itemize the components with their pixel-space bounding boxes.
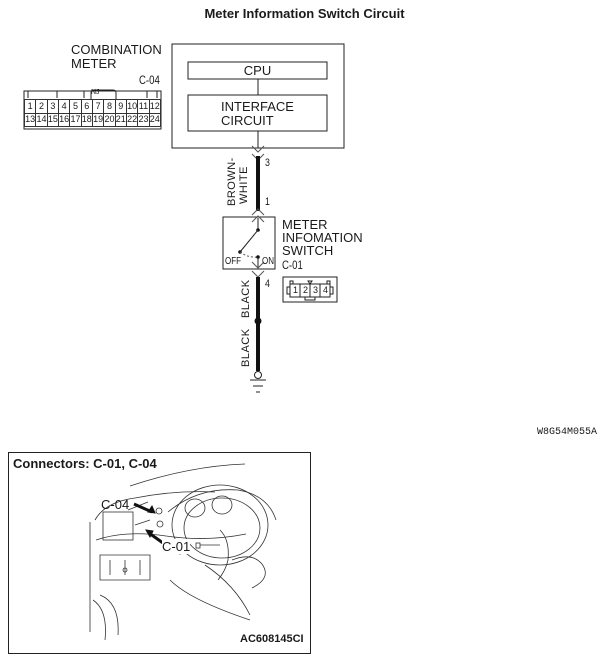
pin: 17 bbox=[69, 112, 82, 127]
location-heading: Connectors: C-01, C-04 bbox=[13, 456, 157, 471]
pin: 5 bbox=[69, 99, 82, 114]
pin: 23 bbox=[137, 112, 150, 127]
pin: 7 bbox=[91, 99, 105, 114]
pin: 13 bbox=[23, 112, 37, 127]
wire-color-line2: WHITE bbox=[238, 166, 250, 204]
connector-c04-tag: NJ bbox=[91, 89, 100, 96]
connector-c01-outline bbox=[282, 276, 338, 303]
switch-label-line2: INFOMATION bbox=[282, 230, 363, 245]
pin: 6 bbox=[80, 99, 93, 114]
c01-pin-4: 4 bbox=[323, 285, 329, 295]
cpu-label: CPU bbox=[243, 63, 272, 78]
pin: 24 bbox=[148, 112, 162, 127]
combination-meter-label-line1: COMBINATION bbox=[71, 42, 162, 57]
wire-color-black-upper: BLACK bbox=[240, 279, 252, 318]
ground-icon bbox=[250, 371, 266, 393]
combination-meter-label-line2: METER bbox=[71, 56, 117, 71]
pin-1-label: 1 bbox=[265, 196, 270, 208]
pin: 12 bbox=[148, 99, 162, 114]
pin-4-label: 4 bbox=[265, 278, 270, 290]
interface-label-line1: INTERFACE bbox=[221, 99, 294, 114]
diagram-title: Meter Information Switch Circuit bbox=[204, 6, 405, 21]
wire-color-line1: BROWN- bbox=[226, 157, 238, 206]
pin: 21 bbox=[114, 112, 127, 127]
location-box bbox=[8, 452, 311, 654]
pin: 15 bbox=[46, 112, 59, 127]
c01-pin-3: 3 bbox=[313, 285, 319, 295]
pin: 22 bbox=[125, 112, 139, 127]
pin: 3 bbox=[46, 99, 59, 114]
callout-c01: C-01 bbox=[162, 539, 191, 554]
c01-pin-2: 2 bbox=[303, 285, 309, 295]
pin: 18 bbox=[80, 112, 93, 127]
pin: 19 bbox=[91, 112, 105, 127]
diagram-code: W8G54M055A bbox=[537, 427, 598, 438]
callout-c04: C-04 bbox=[101, 497, 130, 512]
dashboard-illustration bbox=[89, 463, 277, 641]
pin: 11 bbox=[137, 99, 150, 114]
pin: 20 bbox=[103, 112, 116, 127]
interface-label-line2: CIRCUIT bbox=[221, 113, 274, 128]
switch-label-line3: SWITCH bbox=[282, 243, 334, 258]
connector-c04-pins: 1 2 3 4 5 6 7 8 9 10 11 12 13 14 15 16 1… bbox=[23, 99, 162, 127]
splice-point bbox=[254, 317, 262, 325]
pin: 9 bbox=[114, 99, 127, 114]
pin: 4 bbox=[57, 99, 71, 114]
switch-label-line1: METER bbox=[282, 217, 328, 232]
switch-on-label: ON bbox=[262, 256, 274, 267]
switch-off-label: OFF bbox=[225, 256, 241, 267]
wire-color-black-lower: BLACK bbox=[240, 328, 252, 367]
pin: 1 bbox=[23, 99, 37, 114]
c01-pin-1: 1 bbox=[293, 285, 299, 295]
pin-3-label: 3 bbox=[265, 157, 270, 169]
pin: 10 bbox=[125, 99, 139, 114]
switch-connector-id: C-01 bbox=[282, 258, 303, 272]
switch-box bbox=[222, 216, 276, 270]
pin: 14 bbox=[35, 112, 48, 127]
image-code: AC608145CI bbox=[240, 633, 304, 645]
pin: 8 bbox=[103, 99, 116, 114]
combination-meter-connector-id: C-04 bbox=[139, 73, 160, 87]
pin: 16 bbox=[57, 112, 71, 127]
pin: 2 bbox=[35, 99, 48, 114]
